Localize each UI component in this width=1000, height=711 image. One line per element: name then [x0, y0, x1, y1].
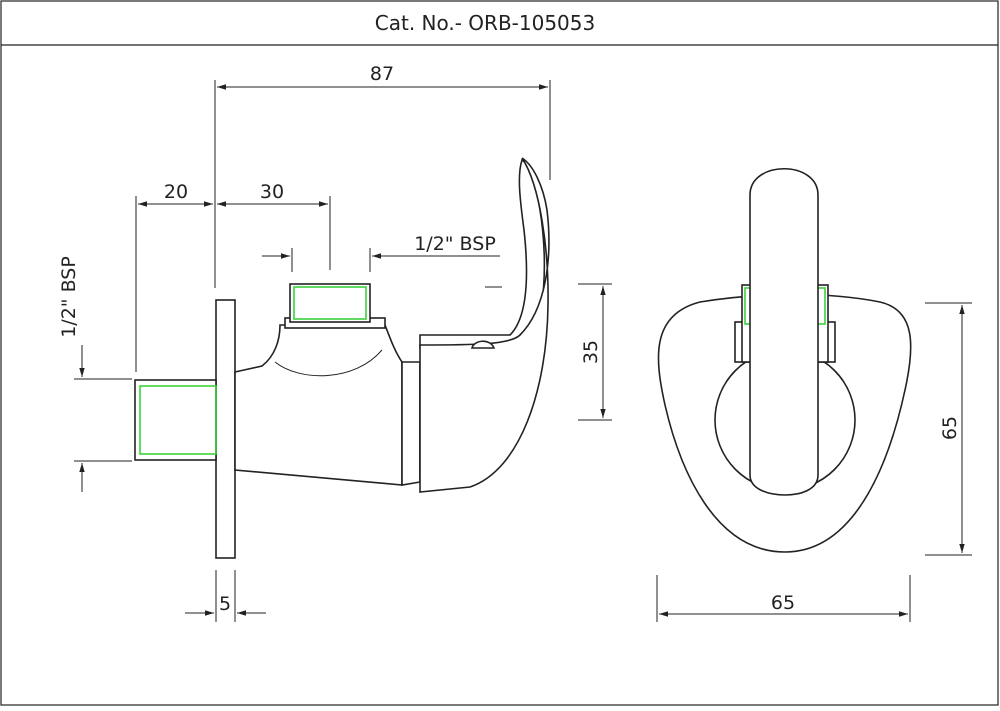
- dim-65h-label: 65: [939, 416, 961, 440]
- wall-flange: [215, 299, 236, 559]
- dim-5-label: 5: [219, 593, 231, 615]
- outlet-pipe: [289, 283, 371, 323]
- bonnet: [401, 361, 421, 486]
- side-view: [134, 157, 550, 559]
- inlet-thread-outline: [139, 385, 217, 455]
- valve-body: [234, 324, 403, 486]
- front-view: [657, 167, 912, 553]
- lever-pivot: [470, 340, 496, 349]
- side-dimensions: 87 20 30 1/2" BSP 1/2" BSP 35 5: [58, 63, 612, 622]
- dim-outlet-thread-label: 1/2" BSP: [414, 233, 496, 255]
- lever-handle-sweep: [419, 157, 550, 493]
- dim-65w-label: 65: [771, 592, 795, 614]
- front-dimensions: 65 65: [656, 302, 972, 622]
- outlet-thread-outline: [293, 286, 367, 320]
- dim-20-label: 20: [164, 181, 188, 203]
- dim-30-label: 30: [260, 181, 284, 203]
- front-lever: [749, 167, 819, 496]
- catalog-number: Cat. No.- ORB-105053: [375, 11, 595, 35]
- inlet-pipe: [134, 379, 217, 461]
- dim-inlet-thread-label: 1/2" BSP: [58, 256, 80, 338]
- body-curve: [274, 349, 383, 377]
- dim-35-label: 35: [580, 340, 602, 364]
- dim-87-label: 87: [370, 63, 394, 85]
